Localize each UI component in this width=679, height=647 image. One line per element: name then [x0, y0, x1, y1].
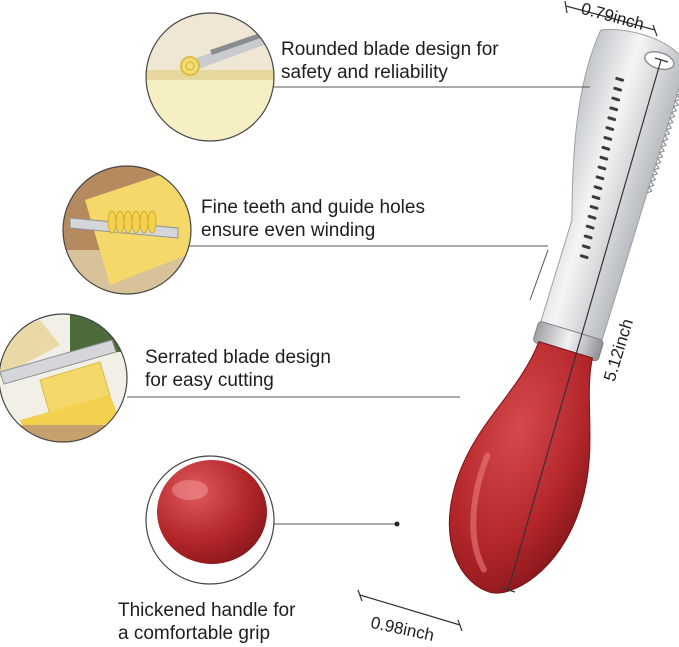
blade: [539, 28, 679, 345]
callout-blade-line2: safety and reliability: [281, 62, 448, 83]
hanging-hole: [644, 51, 675, 71]
callout-teeth: Fine teeth and guide holes ensure even w…: [201, 196, 425, 242]
handle: [448, 341, 594, 594]
leader-lines: [127, 86, 590, 525]
callout-handle-line1: Thickened handle for: [118, 600, 296, 621]
handle-pointer-dot: [394, 521, 400, 527]
butter-knife: [448, 28, 679, 594]
dimension-lines: [357, 0, 669, 632]
callout-serrated-line1: Serrated blade design: [145, 347, 331, 368]
callout-blade-line1: Rounded blade design for: [281, 39, 499, 60]
butter-cut-icon: [0, 313, 128, 443]
callout-handle: Thickened handle for a comfortable grip: [118, 599, 295, 645]
butter-curl-icon: [145, 12, 275, 142]
handle-closeup-icon: [145, 455, 275, 585]
callout-serrated-line2: for easy cutting: [145, 370, 274, 391]
guide-holes: [579, 76, 625, 260]
callout-teeth-line1: Fine teeth and guide holes: [201, 197, 425, 218]
callout-teeth-line2: ensure even winding: [201, 220, 376, 241]
butter-ribbon-icon: [62, 165, 192, 295]
callout-blade: Rounded blade design for safety and reli…: [281, 38, 499, 84]
callout-serrated: Serrated blade design for easy cutting: [145, 346, 331, 392]
serrated-edge: [646, 71, 679, 194]
callout-handle-line2: a comfortable grip: [118, 623, 271, 644]
